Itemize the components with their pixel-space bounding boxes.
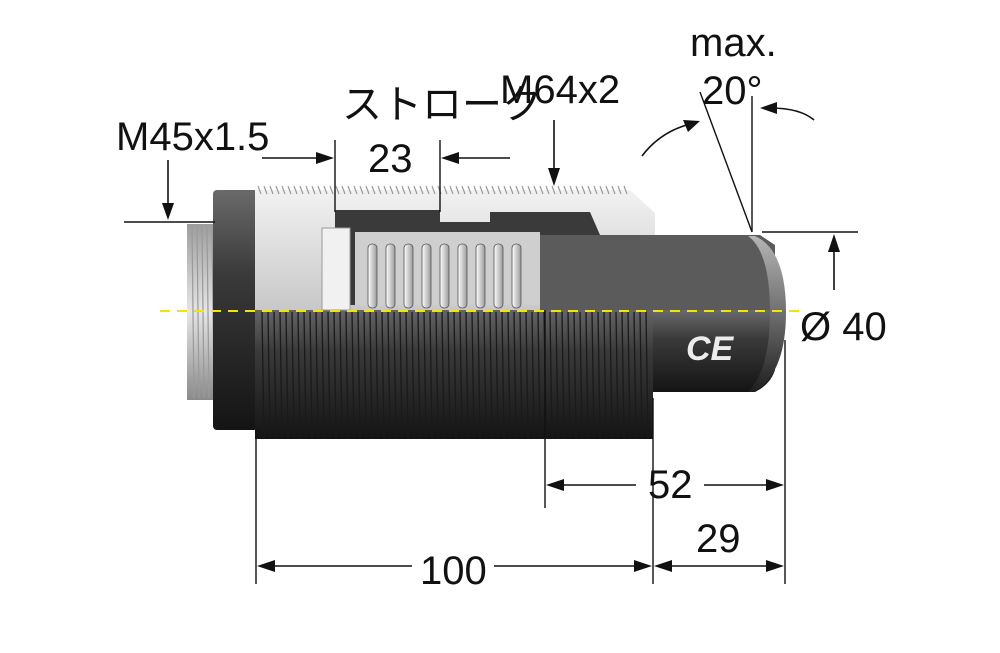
dim-100-label: 100 — [420, 549, 487, 593]
rear-cylinder — [540, 235, 775, 310]
piston-tube — [321, 227, 351, 311]
end-cap — [748, 236, 786, 392]
absorber-body: CE — [187, 185, 786, 439]
stroke-value: 23 — [368, 137, 413, 181]
dim-29-label: 29 — [696, 517, 741, 561]
dim-52-label: 52 — [648, 463, 693, 507]
dim-m45: M45x1.5 — [116, 115, 269, 223]
diameter-label: Ø 40 — [800, 305, 887, 349]
m64-label: M64x2 — [500, 68, 620, 112]
dim-m64: M64x2 — [500, 68, 620, 186]
m45-label: M45x1.5 — [116, 115, 269, 159]
dim-stroke: ストローク 23 — [262, 83, 542, 212]
dim-lengths: 52 29 100 — [255, 310, 786, 593]
stroke-label: ストローク — [342, 83, 542, 127]
angle-value: 20° — [702, 69, 763, 113]
main-thread-lines — [261, 311, 649, 439]
dim-angle: max. 20° — [641, 21, 815, 233]
rear-cylinder-lower — [653, 310, 775, 392]
top-thread-lines — [257, 185, 628, 195]
return-spring — [367, 243, 522, 309]
angle-max-label: max. — [690, 21, 777, 65]
dim-diameter: Ø 40 — [762, 231, 887, 349]
ce-mark: CE — [686, 330, 735, 368]
